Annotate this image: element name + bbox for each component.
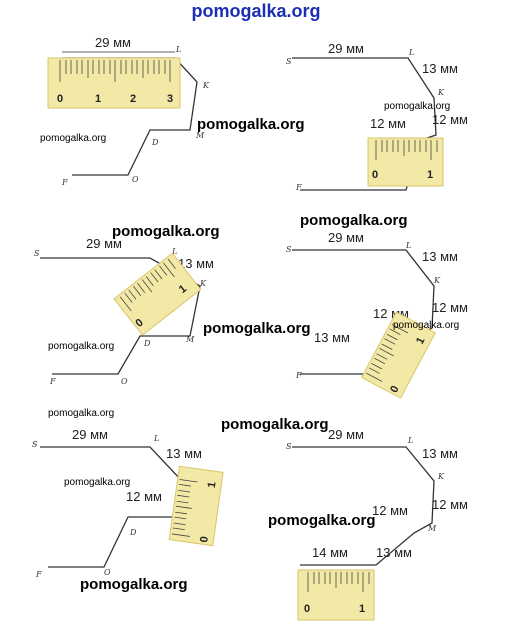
measure-29mm-5: 29 мм	[72, 427, 108, 442]
watermark-small-6[interactable]: pomogalka.org	[64, 477, 131, 488]
ruler-1-ticks	[59, 60, 171, 82]
point-K-1: K	[202, 81, 210, 90]
ruler-2-ticks	[375, 140, 438, 160]
watermark-3[interactable]: pomogalka.org	[300, 212, 408, 229]
ruler-4: 0 1	[360, 311, 436, 399]
ruler-1-num-0: 0	[57, 93, 63, 105]
ruler-1-num-1: 1	[95, 93, 101, 105]
broken-line-5: S L D O F 29 мм 13 мм 12 мм 0 1	[32, 427, 224, 579]
measure-13mm-2: 13 мм	[422, 61, 458, 76]
point-D-3: D	[143, 339, 151, 348]
point-M-6: M	[427, 524, 437, 533]
measure-13mm-5: 13 мм	[166, 446, 202, 461]
panel-6: S L K M 29 мм 13 мм 12 мм 12 мм 13 мм 14…	[256, 425, 512, 625]
watermark-small-3[interactable]: pomogalka.org	[393, 320, 460, 331]
measure-29mm-1: 29 мм	[95, 35, 131, 50]
point-F-2: F	[295, 183, 302, 192]
broken-line-1: 0 1 2 3 29 мм L K M D O F	[47, 35, 210, 187]
point-K-3: K	[199, 279, 207, 288]
ruler-1-num-2: 2	[130, 93, 136, 105]
point-L-1: L	[175, 45, 181, 54]
panel-2: S L K F 29 мм 13 мм 12 мм 12 мм 0 1	[256, 30, 512, 230]
watermark-small-1[interactable]: pomogalka.org	[40, 133, 107, 144]
point-O-3: O	[121, 377, 128, 386]
measure-29mm-2: 29 мм	[328, 41, 364, 56]
watermark-2[interactable]: pomogalka.org	[197, 116, 305, 133]
point-D-5: D	[129, 528, 137, 537]
point-L-4: L	[405, 241, 411, 250]
point-S-6: S	[286, 442, 292, 451]
point-M-1: M	[195, 131, 205, 140]
measure-13mm-3: 13 мм	[178, 256, 214, 271]
ruler-4-num-0: 0	[388, 384, 401, 395]
point-F-3: F	[49, 377, 56, 386]
watermark-5[interactable]: pomogalka.org	[203, 320, 311, 337]
ruler-5: 0 1	[168, 465, 224, 547]
watermark-small-5[interactable]: pomogalka.org	[48, 408, 115, 419]
point-L-6: L	[407, 436, 413, 445]
measure-12mm-2b: 12 мм	[370, 116, 406, 131]
point-O-5: O	[104, 568, 111, 577]
ruler-6-num-1: 1	[359, 603, 365, 615]
panel-3: S L K M D O F 29 мм 13 мм 0 1	[0, 228, 256, 428]
ruler-4-num-1: 1	[414, 335, 427, 346]
point-L-5: L	[153, 434, 159, 443]
ruler-2-num-1: 1	[427, 169, 433, 181]
measure-29mm-3: 29 мм	[86, 236, 122, 251]
measure-13mm-6: 13 мм	[422, 446, 458, 461]
watermark-small-4[interactable]: pomogalka.org	[48, 341, 115, 352]
watermark-7[interactable]: pomogalka.org	[268, 512, 376, 529]
point-K-6: K	[437, 472, 445, 481]
ruler-2-num-0: 0	[372, 169, 378, 181]
ruler-2	[367, 137, 444, 187]
watermark-small-2[interactable]: pomogalka.org	[384, 101, 451, 112]
point-K-4: K	[433, 276, 441, 285]
ruler-6-num-0: 0	[304, 603, 310, 615]
broken-line-2: S L K F 29 мм 13 мм 12 мм 12 мм 0 1	[286, 41, 468, 192]
point-S-4: S	[286, 245, 292, 254]
measure-29mm-6: 29 мм	[328, 427, 364, 442]
ruler-1-num-3: 3	[167, 93, 173, 105]
watermark-top[interactable]: pomogalka.org	[191, 1, 321, 21]
point-F-5: F	[35, 570, 42, 579]
panel-5: S L D O F 29 мм 13 мм 12 мм 0 1	[0, 425, 256, 625]
measure-13mm-4b: 13 мм	[314, 330, 350, 345]
measure-29mm-4: 29 мм	[328, 230, 364, 245]
watermark-4[interactable]: pomogalka.org	[112, 223, 220, 240]
measure-14mm-6: 14 мм	[312, 545, 348, 560]
ruler-5-num-1: 1	[206, 481, 219, 489]
point-L-2: L	[408, 48, 414, 57]
ruler-6-ticks	[307, 572, 370, 592]
watermark-8[interactable]: pomogalka.org	[80, 576, 188, 593]
point-F-1: F	[61, 178, 68, 187]
point-L-3: L	[171, 247, 177, 256]
point-S-2: S	[286, 57, 292, 66]
ruler-5-num-0: 0	[198, 536, 211, 544]
point-M-3: M	[185, 335, 195, 344]
broken-line-4: S L K F 29 мм 13 мм 12 мм 12 мм 13 мм 0 …	[286, 230, 468, 399]
broken-line-6: S L K M 29 мм 13 мм 12 мм 12 мм 13 мм 14…	[286, 427, 468, 621]
point-O-1: O	[132, 175, 139, 184]
broken-line-3: S L K M D O F 29 мм 13 мм 0 1	[34, 236, 214, 386]
panel-1: 0 1 2 3 29 мм L K M D O F	[0, 30, 256, 230]
panel-4: S L K F 29 мм 13 мм 12 мм 12 мм 13 мм 0 …	[256, 228, 512, 428]
ruler-3: 0 1	[113, 252, 202, 336]
point-K-2: K	[437, 88, 445, 97]
measure-12mm-5: 12 мм	[126, 489, 162, 504]
measure-13mm-6b: 13 мм	[376, 545, 412, 560]
measure-12mm-6a: 12 мм	[432, 497, 468, 512]
point-D-1: D	[151, 138, 159, 147]
point-S-5: S	[32, 440, 38, 449]
measure-12mm-4a: 12 мм	[432, 300, 468, 315]
ruler-1	[47, 57, 181, 109]
ruler-6	[297, 569, 375, 621]
point-F-4: F	[295, 371, 302, 380]
watermark-6[interactable]: pomogalka.org	[221, 416, 329, 433]
measure-12mm-2a: 12 мм	[432, 112, 468, 127]
measure-13mm-4: 13 мм	[422, 249, 458, 264]
point-S-3: S	[34, 249, 40, 258]
measure-12mm-6b: 12 мм	[372, 503, 408, 518]
